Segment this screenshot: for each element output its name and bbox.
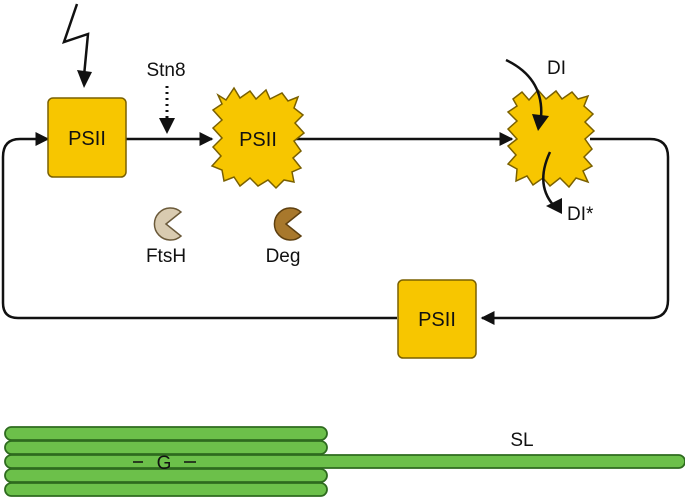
grana-disc <box>4 426 328 441</box>
d1-insert-arrow <box>505 58 549 131</box>
ftsh-label: FtsH <box>146 246 186 267</box>
d1-new-label: DI <box>547 58 566 79</box>
psii-damaged-box: PSII <box>210 86 306 190</box>
psii-repaired-box: PSII <box>397 279 477 359</box>
deg-label: Deg <box>266 246 301 267</box>
psii-label-repaired: PSII <box>418 309 456 331</box>
stn8-arrow <box>159 86 175 134</box>
grana-label: G <box>157 453 172 474</box>
deg-protease-icon <box>273 207 303 241</box>
ftsh-protease-icon <box>153 207 183 241</box>
psii-disassembled-box <box>506 88 596 189</box>
repair-cycle-path <box>1 132 670 325</box>
psii-label-damaged: PSII <box>239 129 277 151</box>
psii-box-start: PSII <box>47 97 127 178</box>
stn8-label: Stn8 <box>146 60 185 81</box>
grana-disc <box>4 440 328 455</box>
thylakoid-membranes <box>4 426 685 497</box>
stroma-lamella <box>4 454 685 469</box>
grana-disc <box>4 468 328 483</box>
lightning-bolt-icon <box>62 3 92 88</box>
stroma-lamellae-label: SL <box>510 430 533 451</box>
psii-label-start: PSII <box>68 128 106 150</box>
grana-disc <box>4 482 328 497</box>
d1-old-label: DI* <box>567 204 594 225</box>
arrow-back-to-psii <box>1 132 397 320</box>
arrow-to-repaired-psii <box>480 137 670 325</box>
d1-remove-arrow <box>542 151 562 214</box>
